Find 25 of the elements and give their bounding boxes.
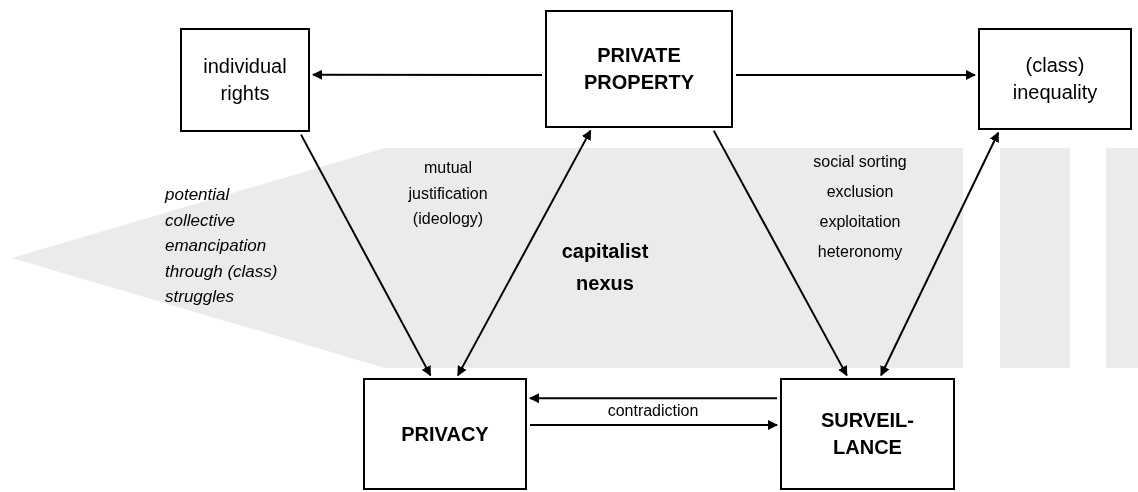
arrow	[312, 69, 543, 80]
arrow	[300, 133, 432, 377]
box-label: PRIVATE PROPERTY	[583, 43, 695, 95]
arrow	[712, 129, 848, 377]
annotation-text: mutual justification (ideology)	[407, 158, 489, 230]
box-label: PRIVACY	[400, 421, 490, 447]
center-label: capitalist nexus	[560, 239, 650, 296]
arrow	[529, 420, 778, 431]
box-label: (class) inequality	[1011, 53, 1099, 105]
arrow	[456, 129, 592, 377]
box-label: individual rights	[202, 54, 288, 106]
arrow	[735, 69, 976, 80]
arrow	[880, 131, 1000, 377]
annotation-text: social sorting	[812, 152, 908, 172]
annotation-text: heteronomy	[816, 242, 904, 262]
annotation-text: exploitation	[818, 212, 902, 232]
concept-box	[978, 28, 1132, 130]
concept-box	[363, 378, 527, 490]
concept-box	[180, 28, 310, 132]
annotation-text: exclusion	[825, 182, 895, 202]
note-text: potential collective emancipation through (class) struggles	[165, 184, 279, 308]
arrow	[529, 393, 778, 404]
concept-box	[780, 378, 955, 490]
box-label: SURVEIL- LANCE	[820, 408, 915, 460]
concept-box	[545, 10, 733, 128]
